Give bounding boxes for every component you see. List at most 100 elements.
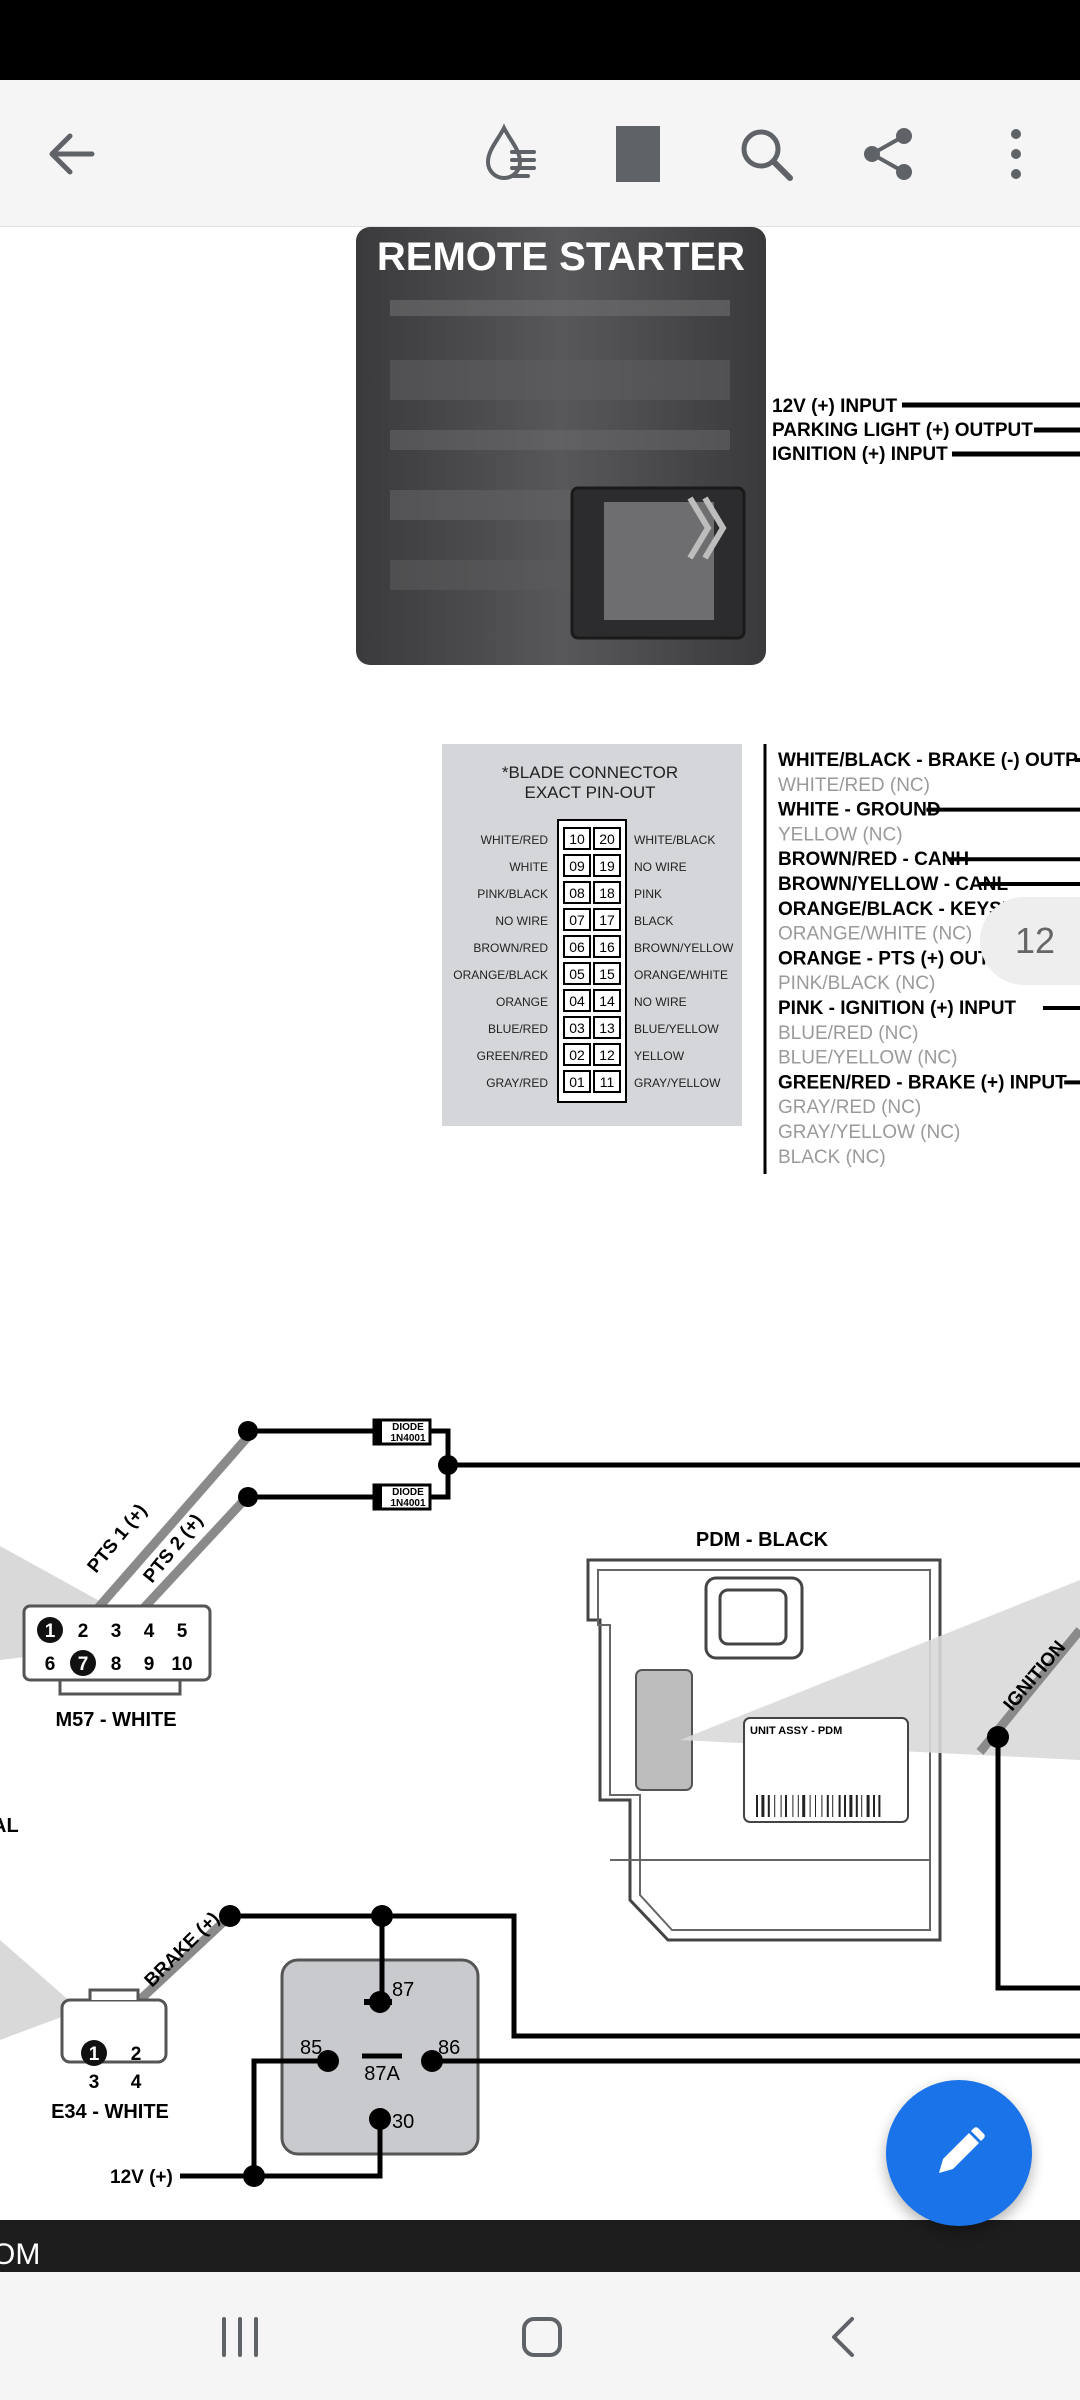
e34-label: E34 - WHITE [51,2101,169,2123]
wire-list-item: BLACK (NC) [778,1147,886,1168]
m57-pin-active [37,1617,63,1643]
share-button[interactable] [852,118,924,190]
e34-pin-active [81,2040,107,2066]
blade-pin-cell [593,827,621,850]
wire-list-item: YELLOW (NC) [778,824,903,845]
barcode-bar [815,1795,816,1817]
blade-title-line1: *BLADE CONNECTOR [502,763,678,782]
blade-right-label: GRAY/YELLOW [634,1076,721,1090]
reading-mode-button[interactable] [476,118,548,190]
page-bookmark-icon [616,126,660,182]
m57-pin-number: 9 [144,1654,155,1675]
barcode-bar [780,1795,782,1817]
starter-output-wires: 12V (+) INPUT PARKING LIGHT (+) OUTPUT I… [772,396,1080,465]
blade-pin-cell [563,935,591,958]
blade-right-label: BLACK [634,914,673,928]
blade-pin-cell [593,989,621,1012]
barcode-bar [866,1795,870,1817]
blade-pin-number: 04 [569,993,585,1009]
share-icon [864,128,912,180]
wire-list-item: ORANGE/WHITE (NC) [778,924,972,945]
wire-list-item: ORANGE - PTS (+) OUTPUT [778,948,1028,969]
blade-connector-pinout: *BLADE CONNECTOR EXACT PIN-OUT WHITE/RED… [442,744,742,1126]
pts1-label: PTS 1 (+) [84,1500,152,1577]
arrow-left-icon [49,133,95,175]
system-back-button[interactable] [784,2292,904,2382]
search-button[interactable] [730,118,802,190]
blade-pin-cell [563,908,591,931]
blade-right-label: BROWN/YELLOW [634,941,734,955]
m57-pin-number: 3 [111,1621,122,1642]
blade-pin-number: 02 [569,1047,585,1063]
m57-pin-active [70,1650,96,1676]
nav-back-icon [832,2317,854,2357]
barcode-bar [855,1795,858,1817]
blade-left-label: GREEN/RED [477,1049,549,1063]
blade-pin-cell [593,908,621,931]
toolbar [0,80,1080,227]
blade-pin-number: 20 [599,831,615,847]
barcode-bar [761,1795,765,1817]
blade-right-label: YELLOW [634,1049,685,1063]
barcode-bar [821,1795,823,1817]
m57-pin-number: 10 [171,1654,192,1675]
brake-label: BRAKE (+) [141,1908,224,1991]
more-button[interactable] [980,118,1052,190]
blade-right-label: ORANGE/WHITE [634,968,728,982]
kebab-menu-icon [1011,129,1021,179]
output-label: IGNITION (+) INPUT [772,444,948,465]
e34-pin-number: 1 [89,2044,100,2065]
bookmark-button[interactable] [602,118,674,190]
status-bar [0,0,1080,80]
barcode-bar [797,1795,799,1817]
diode-label: DIODE [392,1422,424,1433]
wire-list-item: GRAY/YELLOW (NC) [778,1122,960,1143]
blade-pin-number: 07 [569,912,585,928]
diode-part: 1N4001 [390,1433,425,1444]
back-button[interactable] [36,118,108,190]
blade-pin-cell [563,854,591,877]
relay-pin-85: 85 [300,2037,322,2059]
v12-label: 12V (+) [110,2167,173,2188]
blade-pin-number: 12 [599,1047,615,1063]
barcode-bar [873,1795,875,1817]
wire-list-item: GREEN/RED - BRAKE (+) INPUT [778,1072,1067,1093]
blade-pin-cell [563,1070,591,1093]
navigation-bar [0,2272,1080,2400]
blade-pin-number: 17 [599,912,615,928]
wire-list-item: PINK - IGNITION (+) INPUT [778,998,1016,1019]
blade-pin-cell [593,1070,621,1093]
document-page[interactable]: REMOTE STARTER 12V (+) INPUT PARKING LIG… [0,227,1080,2220]
edit-fab-button[interactable] [886,2080,1032,2226]
barcode-bar [861,1795,863,1817]
blade-left-label: GRAY/RED [486,1076,548,1090]
recents-button[interactable] [180,2292,300,2382]
barcode-bar [832,1795,834,1817]
m57-pin-number: 1 [45,1621,56,1642]
output-label: 12V (+) INPUT [772,396,898,417]
blade-left-label: PINK/BLACK [477,887,548,901]
blade-pin-number: 01 [569,1074,585,1090]
relay-pin-87: 87 [392,1979,414,2001]
relay-pin-86: 86 [438,2037,460,2059]
blade-pin-number: 10 [569,831,585,847]
barcode-bar [774,1795,776,1817]
blade-right-label: PINK [634,887,662,901]
blade-pin-cell [563,962,591,985]
blade-pin-number: 11 [600,1074,615,1090]
blade-right-label: WHITE/BLACK [634,833,715,847]
magnifier-icon [741,129,793,181]
barcode-bar [838,1795,841,1817]
barcode-bar [826,1795,829,1817]
page-number-badge: 12 [980,897,1080,985]
remote-starter-module: REMOTE STARTER [356,227,766,665]
wire-list-item: WHITE/BLACK - BRAKE (-) OUTP [778,750,1078,771]
barcode-bar [809,1795,811,1817]
blade-pin-cell [593,881,621,904]
barcode-bar [802,1795,806,1817]
blade-pin-number: 14 [599,993,615,1009]
blade-left-label: WHITE [509,860,548,874]
home-button[interactable] [482,2292,602,2382]
diode-label: DIODE [392,1487,424,1498]
